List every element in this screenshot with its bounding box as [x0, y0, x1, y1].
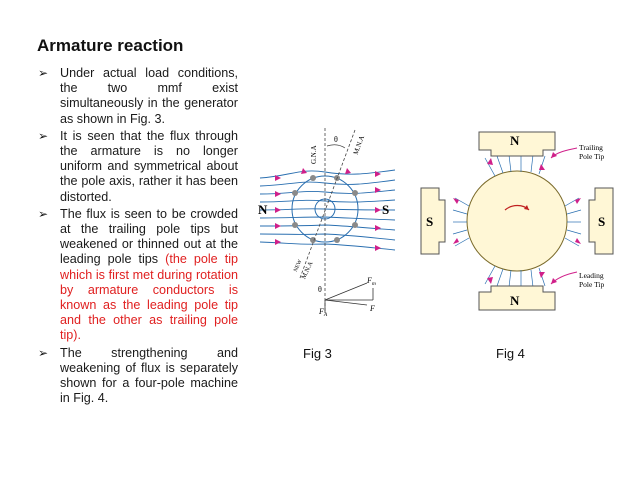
fig3-diagram: G.N.A M.N.A θ NEW M.N.A N S Fm FA F θ [258, 128, 396, 318]
fig3-fm-label: Fm [366, 276, 376, 287]
bullet-text: The strengthening and weakening of flux … [60, 345, 238, 406]
arrow-bullet-icon: ➢ [38, 206, 49, 221]
bullet-text: Under actual load conditions, the two mm… [60, 66, 238, 126]
fig4-flux-arrows [453, 158, 581, 284]
arrow-bullet-icon: ➢ [38, 128, 49, 143]
fig3-vector-diagram [324, 282, 374, 313]
fig4-trailing-label: Trailing [579, 143, 603, 152]
fig3-flux-arrows [275, 168, 381, 251]
bullet-item: ➢ Under actual load conditions, the two m… [38, 66, 238, 127]
fig4-pole-top [478, 131, 556, 157]
bullet-text: The flux is seen to be crowded at the tr… [60, 206, 238, 267]
fig4-flux-lines [452, 154, 582, 288]
fig4-n-top-label: N [510, 133, 520, 148]
fig3-fa-label: FA [318, 307, 328, 318]
fig4-pole-right [588, 187, 614, 255]
bullet-item: ➢ It is seen that the flux through the ar… [38, 129, 238, 205]
fig4-diagram: N N S S Trailing Pole Tip Leading Pole T… [420, 131, 614, 311]
arrow-bullet-icon: ➢ [38, 345, 49, 360]
fig4-poles [420, 131, 614, 311]
fig4-pole-bottom [478, 285, 556, 311]
fig3-n-label: N [258, 202, 268, 217]
slide-title: Armature reaction [37, 36, 184, 55]
arrow-bullet-icon: ➢ [38, 66, 49, 80]
bullet-item: ➢ The strengthening and weakening of flux… [38, 346, 238, 407]
fig4-leading-tip-label: Pole Tip [579, 280, 604, 289]
fig3-f-label: F [369, 304, 375, 313]
fig3-theta-label: θ [334, 135, 338, 144]
fig4-trailing-tip-label: Pole Tip [579, 152, 604, 161]
fig3-gna-label: G.N.A [310, 145, 318, 164]
fig3-theta2-label: θ [318, 285, 322, 294]
fig3-mna-label: M.N.A [352, 134, 366, 155]
fig3-s-label: S [382, 202, 389, 217]
fig4-s-left-label: S [426, 214, 433, 229]
fig3-new-label: NEW [293, 258, 304, 273]
bullet-list: ➢ Under actual load conditions, the two m… [38, 66, 238, 408]
bullet-red-text: (the pole tip which is first met during … [60, 252, 238, 343]
bullet-text: It is seen that the flux through the arm… [60, 128, 238, 204]
fig4-caption: Fig 4 [496, 346, 525, 361]
bullet-item: ➢ The flux is seen to be crowded at the t… [38, 207, 238, 344]
fig4-leading-label: Leading [579, 271, 604, 280]
fig4-s-right-label: S [598, 214, 605, 229]
fig4-armature [466, 170, 568, 272]
fig4-n-bottom-label: N [510, 293, 520, 308]
fig4-pole-left [420, 187, 446, 255]
fig3-caption: Fig 3 [303, 346, 332, 361]
